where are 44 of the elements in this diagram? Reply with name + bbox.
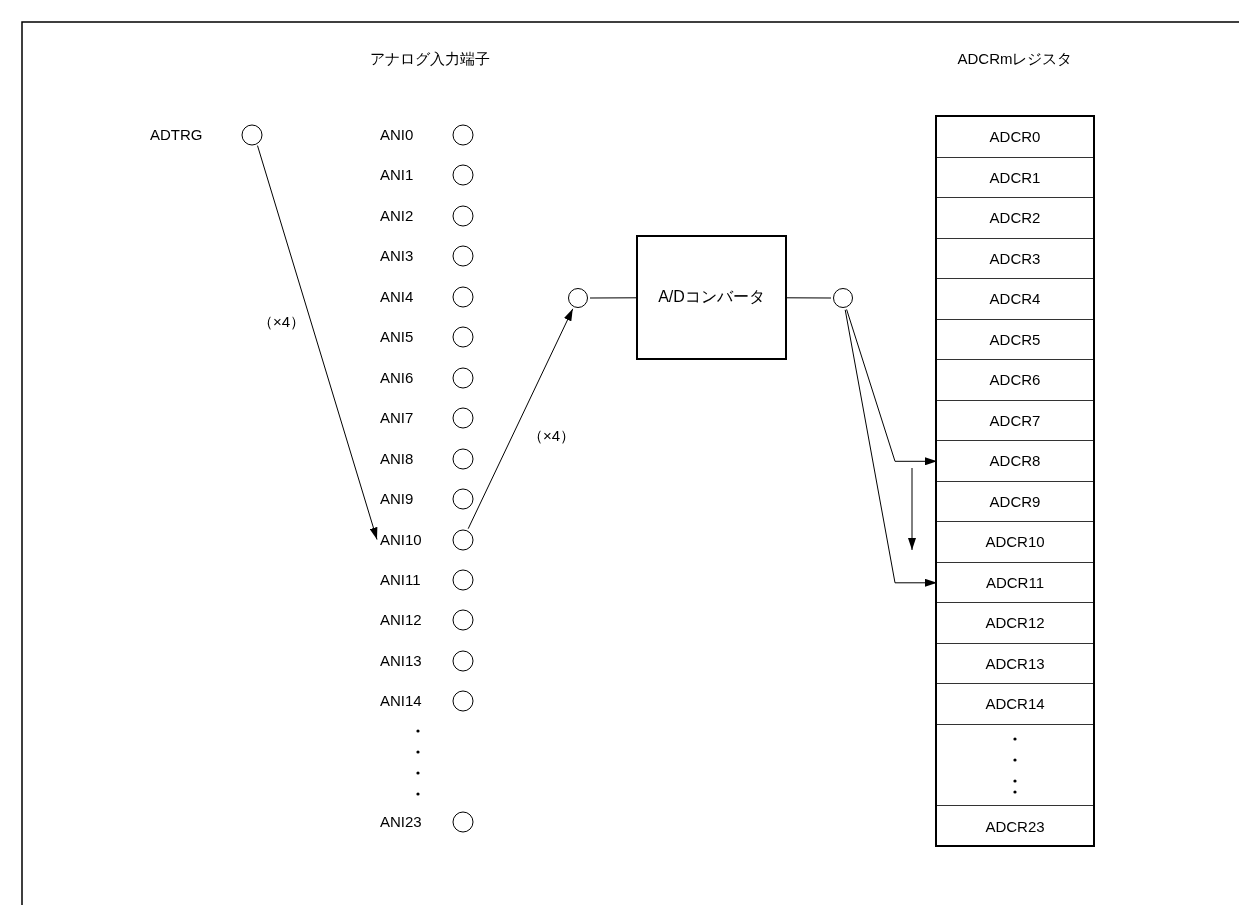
- register-cell: ADCR4: [937, 279, 1093, 320]
- pin-label: ANI2: [380, 206, 414, 225]
- terminal-circle: [568, 288, 588, 308]
- register-cell: ADCR3: [937, 238, 1093, 279]
- connector-line: [589, 297, 637, 299]
- pin-label: ANI14: [380, 692, 422, 711]
- register-cell: ADCR2: [937, 198, 1093, 239]
- arrow: [257, 145, 378, 540]
- terminal-circle: [833, 288, 853, 308]
- pin-label: ADTRG: [150, 126, 203, 144]
- pin-label: ANI9: [380, 490, 414, 509]
- pin-label: ANI12: [380, 611, 422, 630]
- register-cell: ADCR1: [937, 157, 1093, 198]
- register-cell: ADCR12: [937, 603, 1093, 644]
- register-cell: ADCR9: [937, 481, 1093, 522]
- pin-label: ANI4: [380, 287, 414, 306]
- register-cell: ADCR11: [937, 562, 1093, 603]
- register-cell: ADCR6: [937, 360, 1093, 401]
- pin-label: ANI1: [380, 166, 414, 185]
- register-cell: ADCR10: [937, 522, 1093, 563]
- register-heading: ADCRmレジスタ: [956, 50, 1074, 69]
- pin-label: ANI11: [380, 570, 421, 589]
- pin-label: ANI5: [380, 328, 414, 347]
- arrow: [467, 308, 574, 530]
- arrow: [846, 308, 938, 466]
- register-cell: ADCR0: [937, 117, 1093, 158]
- column-heading: アナログ入力端子: [369, 50, 491, 69]
- register-cell: ADCR13: [937, 643, 1093, 684]
- pin-label: ANI13: [380, 651, 422, 670]
- register-cell: ADCR7: [937, 400, 1093, 441]
- arrow: [844, 309, 938, 587]
- converter-box: A/Dコンバータ: [636, 235, 787, 360]
- pin-label: ANI3: [380, 247, 414, 266]
- register-cell: ADCR23: [937, 805, 1093, 848]
- connector-line: [786, 297, 832, 299]
- pin-label: ANI7: [380, 409, 414, 428]
- register-cell: ADCR14: [937, 684, 1093, 725]
- pin-label: ANI23: [380, 813, 422, 831]
- pin-label: ANI8: [380, 449, 414, 468]
- pin-label: ANI6: [380, 368, 414, 387]
- register-cell: ADCR5: [937, 319, 1093, 360]
- pin-label: ANI0: [380, 126, 414, 144]
- pin-label: ANI10: [380, 530, 422, 549]
- register-cell: ADCR8: [937, 441, 1093, 482]
